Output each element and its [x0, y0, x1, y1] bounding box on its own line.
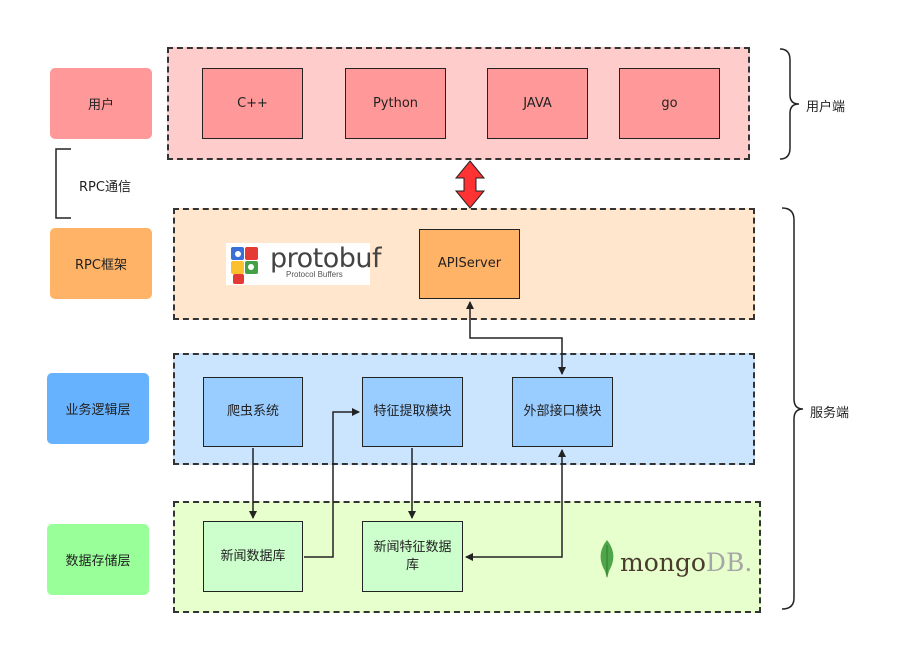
- server-side-label: 服务端: [810, 406, 850, 421]
- external-api-text: 外部接口模块: [523, 404, 602, 420]
- business-layer-label: 业务逻辑层: [47, 373, 149, 444]
- client-cpp-text: C++: [237, 95, 268, 111]
- protobuf-logo: protobuf Protocol Buffers: [226, 243, 382, 285]
- rpc-comm-bracket: [55, 148, 71, 219]
- client-java-text: JAVA: [523, 95, 552, 111]
- client-side-brace: [779, 48, 800, 160]
- client-cpp-node: C++: [202, 68, 303, 139]
- news-feature-db-text: 新闻特征数据库: [373, 539, 452, 573]
- business-layer-label-text: 业务逻辑层: [65, 403, 131, 418]
- mongodb-logo-dot: .: [744, 548, 753, 577]
- protobuf-logo-text: protobuf: [270, 243, 382, 274]
- client-go-text: go: [661, 95, 678, 111]
- api-server-text: APIServer: [437, 256, 502, 272]
- user-label: 用户: [50, 68, 152, 139]
- mongodb-logo: mongoDB.: [620, 548, 752, 577]
- rpc-framework-label: RPC框架: [50, 228, 152, 299]
- rpc-framework-label-text: RPC框架: [75, 258, 127, 273]
- newsdb-feature-connector: [304, 408, 360, 558]
- client-python-text: Python: [372, 95, 419, 111]
- protobuf-logo-subtext: Protocol Buffers: [286, 270, 343, 279]
- data-layer-label-text: 数据存储层: [65, 554, 131, 569]
- user-label-text: 用户: [87, 98, 114, 113]
- feature-extract-text: 特征提取模块: [373, 404, 452, 420]
- feature-extract-node: 特征提取模块: [362, 377, 463, 447]
- mongodb-logo-mongo: mongo: [620, 548, 706, 577]
- external-featuredb-connector: [465, 449, 566, 561]
- api-server-node: APIServer: [419, 229, 520, 299]
- client-go-node: go: [619, 68, 720, 139]
- red-double-arrow: [454, 160, 486, 209]
- external-api-node: 外部接口模块: [512, 377, 613, 447]
- mongodb-leaf-icon: [600, 540, 614, 578]
- news-feature-db-node: 新闻特征数据库: [362, 521, 463, 592]
- data-layer-label: 数据存储层: [47, 524, 149, 595]
- server-side-brace: [781, 207, 804, 610]
- client-java-node: JAVA: [487, 68, 588, 139]
- protobuf-mark-icon: [231, 247, 258, 284]
- crawler-text: 爬虫系统: [226, 404, 279, 420]
- news-db-text: 新闻数据库: [220, 548, 286, 564]
- crawler-node: 爬虫系统: [203, 377, 303, 447]
- rpc-comm-label: RPC通信: [79, 180, 131, 195]
- api-external-connector: [466, 301, 566, 375]
- news-db-node: 新闻数据库: [203, 521, 303, 592]
- client-python-node: Python: [345, 68, 446, 139]
- mongodb-logo-db: DB: [705, 548, 745, 577]
- client-side-label: 用户端: [806, 100, 846, 115]
